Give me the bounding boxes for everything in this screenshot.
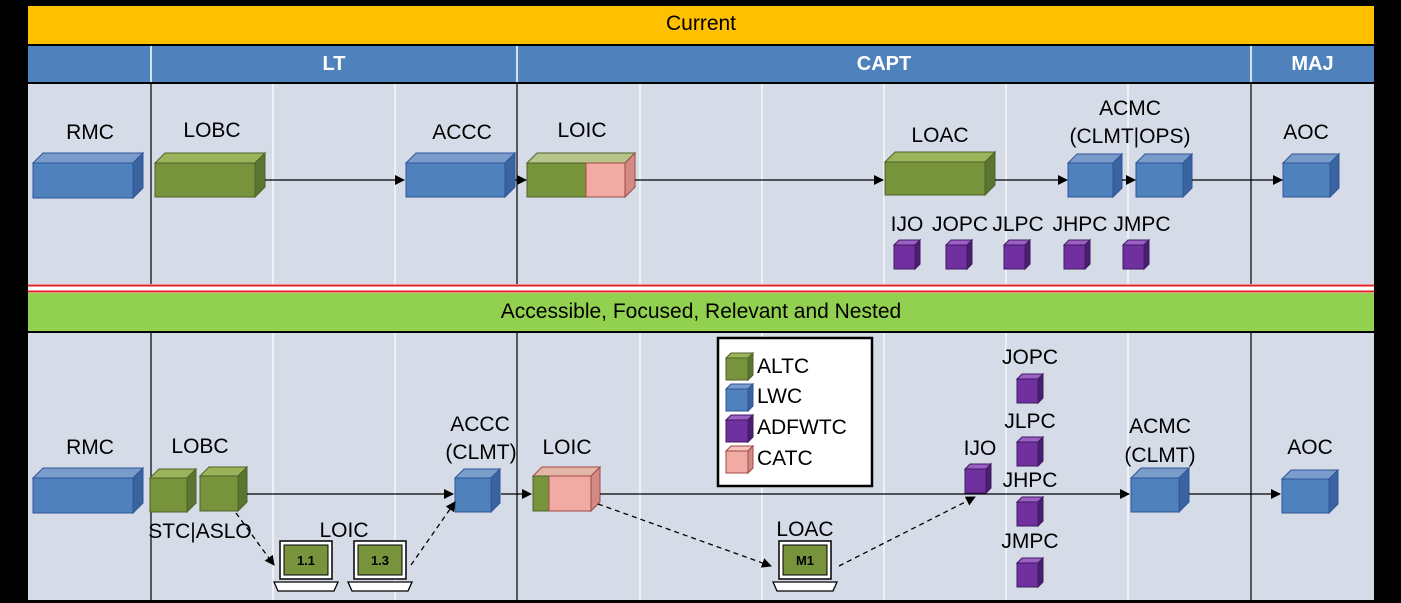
current-jmpc-cube	[1121, 238, 1151, 271]
future-accc-label-1: ACCC	[450, 413, 510, 436]
current-jlpc-label: JLPC	[992, 213, 1044, 236]
panel-separator	[28, 284, 1374, 293]
current-banner	[28, 6, 1374, 44]
future-loac-label: LOAC	[776, 518, 834, 541]
laptop-1-1-icon	[272, 540, 340, 592]
future-stc-aslo-label: STC|ASLO	[148, 520, 252, 543]
future-lobc-label: LOBC	[171, 435, 229, 458]
future-aoc-label: AOC	[1287, 436, 1333, 459]
future-dashed-arrows	[235, 496, 976, 568]
current-rmc-label: RMC	[66, 121, 114, 144]
current-loac-box	[883, 150, 997, 197]
current-jopc-cube	[944, 238, 974, 271]
column-header-row	[28, 46, 1374, 82]
future-jmpc-label: JMPC	[1001, 530, 1059, 553]
current-loic-label: LOIC	[557, 119, 607, 142]
legend-swatch-adfwtc	[724, 413, 755, 444]
legend-label-catc: CATC	[757, 447, 813, 470]
future-acmc-label-1: ACMC	[1129, 415, 1191, 438]
current-banner-label: Current	[665, 12, 737, 35]
future-jlpc-cube	[1015, 435, 1045, 468]
current-jopc-label: JOPC	[931, 213, 988, 236]
future-banner	[28, 293, 1374, 331]
future-accc-box	[453, 467, 502, 514]
current-jlpc-cube	[1002, 238, 1032, 271]
laptop-m1-icon	[771, 540, 839, 592]
future-jopc-cube	[1015, 372, 1045, 405]
future-accc-label-2: (CLMT)	[445, 441, 517, 464]
future-ijo-label: IJO	[963, 437, 997, 460]
legend-swatch-catc	[724, 444, 755, 475]
future-jlpc-label: JLPC	[1004, 410, 1056, 433]
legend-label-altc: ALTC	[757, 355, 810, 378]
legend-swatch-lwc	[724, 382, 755, 413]
current-acmc-box-1	[1066, 152, 1124, 199]
current-rmc-box	[31, 151, 145, 200]
current-joint-cubes	[892, 238, 1151, 271]
current-ijo-label: IJO	[890, 213, 924, 236]
current-acmc-label-2: (CLMT|OPS)	[1069, 125, 1191, 148]
laptop-1-1-label: 1.1	[296, 553, 316, 568]
future-jhpc-label: JHPC	[1002, 469, 1058, 492]
future-lobc-box-2	[198, 465, 249, 513]
column-header-lt: LT	[322, 53, 346, 75]
current-accc-label: ACCC	[432, 121, 492, 144]
current-lobc-label: LOBC	[183, 119, 241, 142]
future-loic-box	[531, 465, 602, 513]
future-loic-laptops-label: LOIC	[319, 519, 369, 542]
future-rmc-box	[31, 466, 145, 515]
laptop-1-3-icon	[346, 540, 414, 592]
future-banner-label: Accessible, Focused, Relevant and Nested	[500, 300, 902, 323]
current-acmc-label-1: ACMC	[1099, 97, 1161, 120]
current-ijo-cube	[892, 238, 922, 271]
future-ijo-cube	[963, 462, 993, 495]
current-aoc-label: AOC	[1283, 121, 1329, 144]
current-loac-label: LOAC	[911, 124, 969, 147]
future-rmc-label: RMC	[66, 436, 114, 459]
future-jhpc-cube	[1015, 495, 1045, 528]
future-jopc-label: JOPC	[1001, 346, 1058, 369]
current-jmpc-label: JMPC	[1113, 213, 1171, 236]
current-loic-box	[525, 151, 637, 199]
future-acmc-label-2: (CLMT)	[1124, 444, 1196, 467]
current-jhpc-cube	[1062, 238, 1092, 271]
future-acmc-box	[1129, 466, 1191, 514]
current-jhpc-label: JHPC	[1052, 213, 1108, 236]
future-lobc-box-1	[148, 467, 198, 514]
laptop-1-3-label: 1.3	[370, 553, 390, 568]
current-accc-box	[404, 151, 517, 199]
legend-label-lwc: LWC	[757, 385, 803, 408]
column-header-maj: MAJ	[1291, 53, 1334, 75]
future-loic-label: LOIC	[542, 436, 592, 459]
column-header-capt: CAPT	[856, 53, 912, 75]
future-jmpc-cube	[1015, 556, 1045, 589]
current-aoc-box	[1281, 152, 1341, 199]
current-lobc-box	[153, 151, 267, 199]
legend-swatch-altc	[724, 351, 755, 382]
legend-label-adfwtc: ADFWTC	[757, 416, 847, 439]
current-acmc-box-2	[1134, 152, 1194, 199]
laptop-m1-label: M1	[795, 553, 815, 568]
future-aoc-box	[1280, 468, 1340, 515]
future-panel	[28, 333, 1374, 600]
